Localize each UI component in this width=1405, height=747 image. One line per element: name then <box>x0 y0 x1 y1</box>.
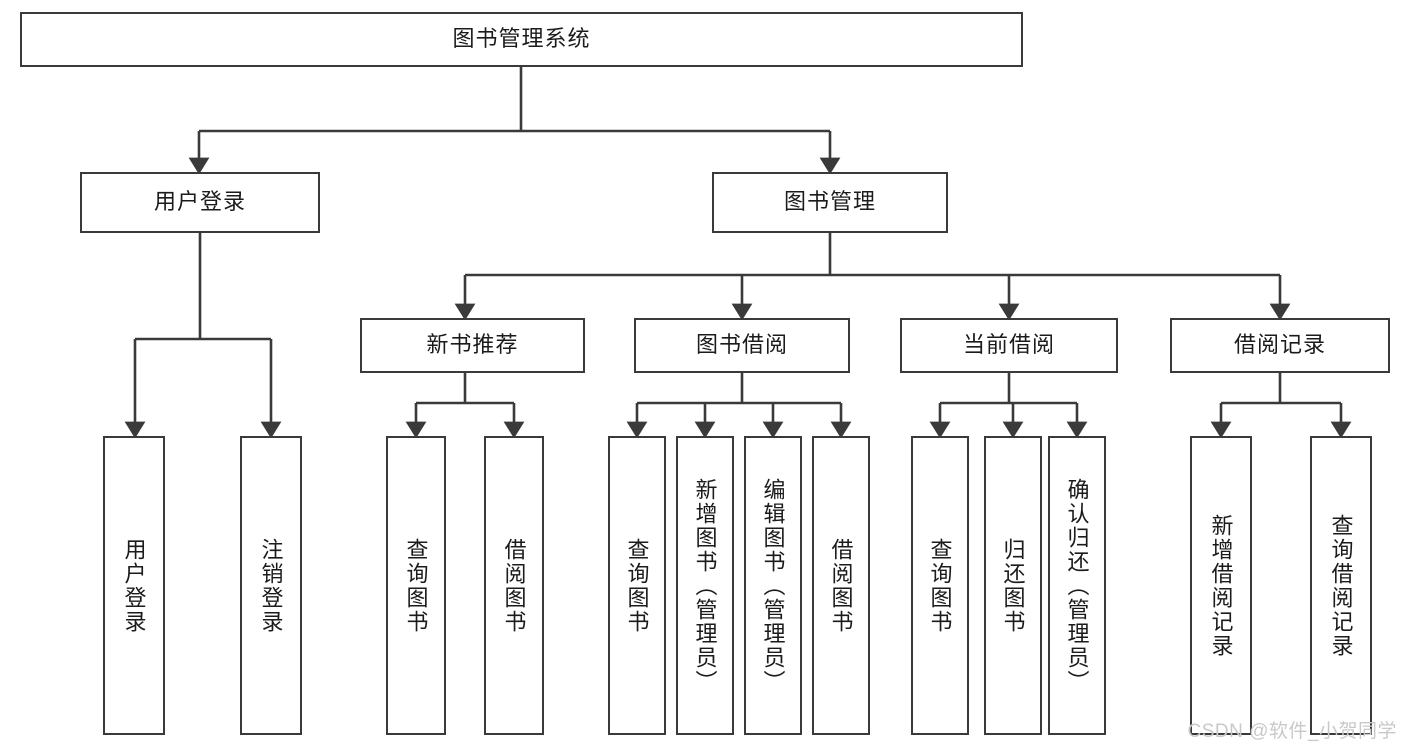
node-user-login-label: 用户登录 <box>153 189 246 215</box>
leaf-logout[interactable]: 注销登录 <box>240 436 302 735</box>
node-borrow-records-label: 借阅记录 <box>1233 332 1326 358</box>
leaf-return-book[interactable]: 归还图书 <box>984 436 1042 735</box>
leaf-add-borrow-record[interactable]: 新增借阅记录 <box>1190 436 1252 735</box>
node-book-management-label: 图书管理 <box>783 189 876 215</box>
node-root-system[interactable]: 图书管理系统 <box>20 12 1023 67</box>
leaf-borrow-book-label: 借阅图书 <box>828 537 854 634</box>
leaf-add-borrow-record-label: 新增借阅记录 <box>1208 513 1234 658</box>
node-book-borrow-label: 图书借阅 <box>695 332 788 358</box>
leaf-logout-label: 注销登录 <box>258 537 284 634</box>
leaf-return-book-label: 归还图书 <box>1000 537 1026 634</box>
leaf-query-books-borrow-label: 查询图书 <box>624 537 650 634</box>
leaf-query-books-current-label: 查询图书 <box>927 537 953 634</box>
leaf-borrow-books-new-label: 借阅图书 <box>501 537 527 634</box>
leaf-user-login-label: 用户登录 <box>121 537 147 634</box>
node-current-borrow[interactable]: 当前借阅 <box>900 318 1118 373</box>
leaf-query-books-new-label: 查询图书 <box>403 537 429 634</box>
leaf-query-borrow-record[interactable]: 查询借阅记录 <box>1310 436 1372 735</box>
leaf-add-book-admin-label: 新增图书（管理员） <box>692 477 718 694</box>
leaf-query-books-current[interactable]: 查询图书 <box>911 436 969 735</box>
leaf-query-books-borrow[interactable]: 查询图书 <box>608 436 666 735</box>
leaf-confirm-return-admin[interactable]: 确认归还（管理员） <box>1048 436 1106 735</box>
node-new-book-recommend-label: 新书推荐 <box>426 332 519 358</box>
node-book-management[interactable]: 图书管理 <box>712 172 948 233</box>
leaf-confirm-return-admin-label: 确认归还（管理员） <box>1064 477 1090 694</box>
node-current-borrow-label: 当前借阅 <box>962 332 1055 358</box>
leaf-add-book-admin[interactable]: 新增图书（管理员） <box>676 436 734 735</box>
node-borrow-records[interactable]: 借阅记录 <box>1170 318 1390 373</box>
leaf-edit-book-admin[interactable]: 编辑图书（管理员） <box>744 436 802 735</box>
leaf-user-login[interactable]: 用户登录 <box>103 436 165 735</box>
leaf-query-books-new[interactable]: 查询图书 <box>386 436 446 735</box>
node-book-borrow[interactable]: 图书借阅 <box>634 318 850 373</box>
leaf-edit-book-admin-label: 编辑图书（管理员） <box>760 477 786 694</box>
node-user-login[interactable]: 用户登录 <box>80 172 320 233</box>
node-root-system-label: 图书管理系统 <box>452 26 591 52</box>
leaf-borrow-books-new[interactable]: 借阅图书 <box>484 436 544 735</box>
leaf-borrow-book[interactable]: 借阅图书 <box>812 436 870 735</box>
node-new-book-recommend[interactable]: 新书推荐 <box>360 318 585 373</box>
leaf-query-borrow-record-label: 查询借阅记录 <box>1328 513 1354 658</box>
